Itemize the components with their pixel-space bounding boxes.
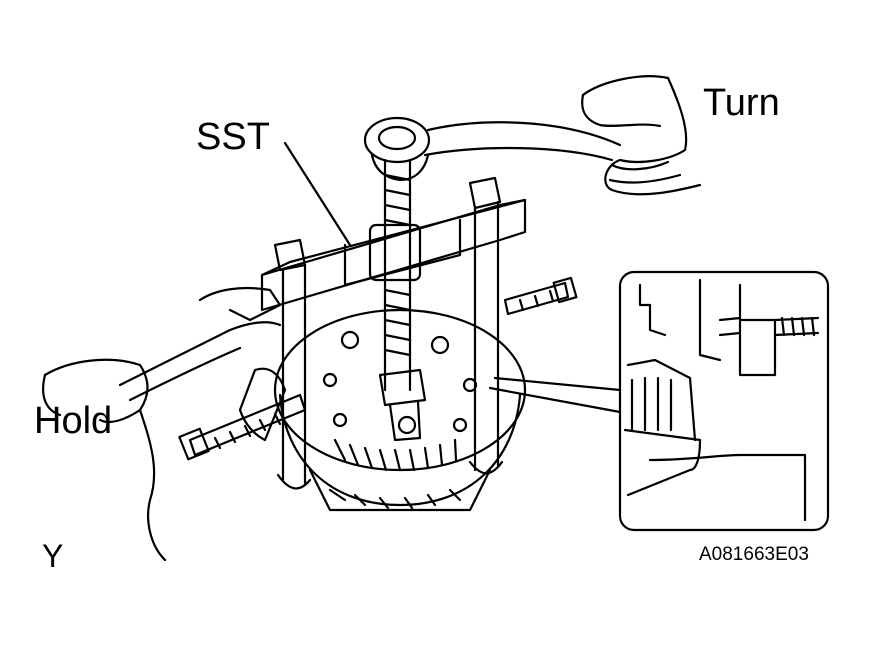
right-bolt-icon xyxy=(503,276,578,316)
alternator-icon xyxy=(273,308,527,512)
hold-label: Hold xyxy=(34,400,113,442)
center-screw-icon xyxy=(383,158,412,392)
holding-wrench-icon xyxy=(238,367,287,442)
puller-right-arm-icon xyxy=(468,176,504,475)
sst-label: SST xyxy=(196,116,270,158)
left-hand-icon xyxy=(42,286,282,562)
puller-left-arm-icon xyxy=(273,238,312,490)
detail-leader-lines xyxy=(488,376,622,414)
figure-code: A081663E03 xyxy=(699,544,809,565)
puller-crossbar-icon xyxy=(260,198,527,312)
left-bolt-icon xyxy=(178,393,307,461)
corner-mark: Y xyxy=(42,538,64,574)
sst-leader-line xyxy=(283,141,352,247)
turn-label: Turn xyxy=(703,82,780,124)
right-hand-icon xyxy=(581,75,702,196)
magnified-detail-icon xyxy=(618,270,830,532)
wrench-icon xyxy=(363,116,622,182)
